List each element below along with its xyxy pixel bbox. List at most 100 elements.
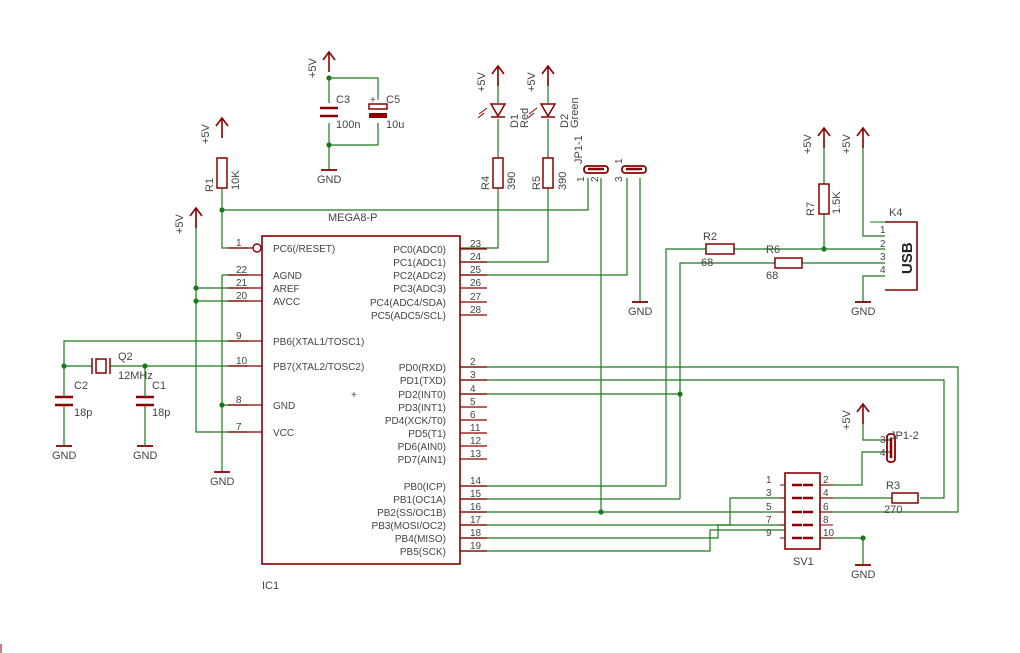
ic1: MEGA8-P IC1 + 1PC6(/RESET)22AGND21AREF20…	[228, 212, 487, 592]
pin-label: PD4(XCK/T0)	[385, 416, 446, 427]
pin-label: PD5(T1)	[408, 429, 446, 440]
capacitor-c2	[55, 395, 73, 407]
net-usb-gnd	[862, 275, 885, 302]
pin-number: 26	[470, 278, 482, 289]
pin-label: PC5(ADC5/SCL)	[371, 311, 446, 322]
gnd-label: GND	[52, 450, 77, 462]
pin-number: 5	[766, 502, 772, 513]
r5-name: R5	[531, 176, 543, 190]
net-pd1	[460, 379, 945, 499]
net-jp2-vcc	[862, 418, 890, 441]
vcc-symbol: +5V	[200, 116, 229, 144]
net-sv-jp	[820, 451, 890, 486]
sv1-pin-3: 3	[766, 488, 802, 500]
pin-number: 4	[823, 488, 829, 499]
pin-label: PC3(ADC3)	[393, 284, 446, 295]
r1-body	[216, 157, 228, 189]
gnd-symbol: GND	[851, 564, 876, 581]
r6-name: R6	[766, 244, 780, 256]
gnd-label: GND	[851, 306, 876, 318]
vcc-symbol: +5V	[174, 206, 203, 234]
sv1-pin-6: 6	[803, 502, 833, 514]
junction-dot	[677, 391, 683, 397]
junction-dot	[193, 298, 199, 304]
pin-label: PD6(AIN0)	[398, 442, 446, 453]
pin-number: 16	[470, 502, 482, 513]
resistor-r7	[818, 183, 830, 215]
net-miso	[460, 524, 785, 539]
gnd-symbol: GND	[628, 301, 653, 318]
vcc-label: +5V	[476, 71, 488, 92]
nets	[63, 77, 959, 565]
pin-label: PD2(INT0)	[398, 390, 446, 401]
pin-number: 4	[470, 384, 476, 395]
net-usb-dm	[460, 262, 885, 500]
sv1-pin-2: 2	[803, 475, 833, 487]
jp1-1-name: JP1-1	[573, 135, 585, 164]
gnd-label: GND	[628, 306, 653, 318]
net-usb-vcc	[862, 140, 885, 237]
pin-label: AVCC	[273, 297, 300, 308]
vcc-label: +5V	[200, 123, 212, 144]
gnd-label: GND	[210, 476, 235, 488]
net-mosi	[460, 497, 785, 526]
capacitor-c1	[136, 395, 154, 407]
gnd-symbol: GND	[133, 445, 158, 462]
svg-text:1: 1	[576, 176, 587, 182]
junctions	[61, 75, 866, 541]
net-pd0	[460, 366, 959, 513]
pin-label: PB3(MOSI/OC2)	[372, 521, 446, 532]
pin-number: 20	[236, 291, 248, 302]
resistor-r4	[492, 157, 504, 189]
pin-number: 8	[236, 395, 242, 406]
pin-label: PC2(ADC2)	[393, 271, 446, 282]
ic1-origin: +	[351, 390, 357, 401]
vcc-symbol: +5V	[476, 64, 505, 92]
resistor-r6	[774, 257, 803, 269]
r2-value: 68	[701, 257, 713, 269]
capacitor-c5: +	[368, 95, 388, 118]
d1-name: D1	[509, 114, 521, 128]
pin-number: 6	[470, 410, 476, 421]
pin-number: 18	[470, 528, 482, 539]
svg-text:1: 1	[880, 225, 886, 236]
junction-dot	[821, 246, 827, 252]
pin-label: GND	[273, 401, 295, 412]
pin-number: 15	[470, 489, 482, 500]
jumper-jp1-2: 3 4	[880, 433, 896, 463]
c1-value: 18p	[152, 407, 170, 419]
net-gnd-left	[221, 274, 248, 472]
pin-number: 9	[766, 528, 772, 539]
vcc-symbol: +5V	[802, 126, 831, 154]
svg-text:4: 4	[880, 265, 886, 276]
pin-label: PD3(INT1)	[398, 403, 446, 414]
pin-number: 11	[470, 423, 481, 434]
q2-value: 12MHz	[118, 370, 153, 382]
gnd-symbol: GND	[317, 169, 342, 186]
pin-label: PC4(ADC4/SDA)	[370, 298, 446, 309]
pin-label: PB1(OC1A)	[393, 495, 446, 506]
pin-number: 22	[236, 265, 248, 276]
net-sv-gnd	[820, 537, 864, 565]
vcc-symbol: +5V	[841, 402, 870, 430]
vcc-label: +5V	[841, 133, 853, 154]
c2-value: 18p	[74, 407, 92, 419]
r4-value: 390	[506, 172, 518, 190]
vcc-symbol: +5V	[526, 64, 555, 92]
junction-dot	[598, 509, 604, 515]
r5-value: 390	[557, 172, 569, 190]
